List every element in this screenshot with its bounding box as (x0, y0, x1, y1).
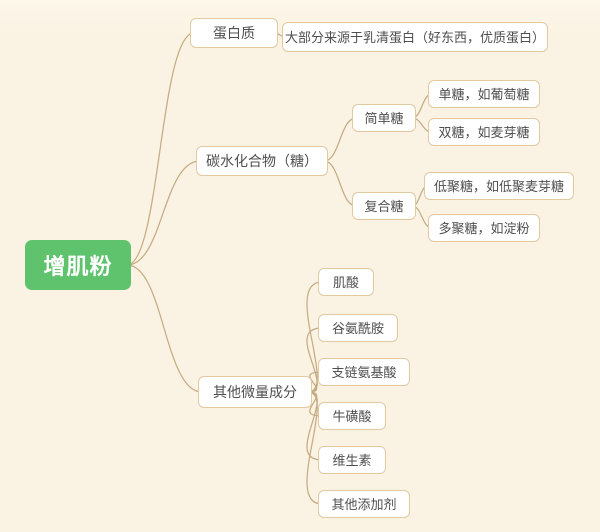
node-oligosaccharide: 低聚糖，如低聚麦芽糖 (424, 172, 574, 200)
node-vitamins: 维生素 (318, 446, 386, 474)
node-protein: 蛋白质 (190, 18, 278, 48)
edge-root-protein (126, 32, 195, 266)
node-disaccharide: 双糖，如麦芽糖 (428, 118, 540, 146)
node-polysaccharide: 多聚糖，如淀粉 (428, 214, 540, 242)
edge-other-glutamine (306, 327, 323, 393)
node-additives: 其他添加剂 (318, 490, 410, 518)
node-simple-sugar: 简单糖 (352, 104, 416, 132)
edge-other-bcaa (307, 371, 323, 393)
edge-other-creatine (306, 281, 323, 393)
node-carbs: 碳水化合物（糖） (196, 146, 328, 176)
node-creatine: 肌酸 (318, 268, 374, 296)
edge-root-carbs (126, 160, 201, 266)
edge-other-additives (306, 391, 323, 505)
node-glutamine: 谷氨酰胺 (318, 314, 398, 342)
node-bcaa: 支链氨基酸 (318, 358, 410, 386)
node-protein-detail: 大部分来源于乳清蛋白（好东西，优质蛋白） (282, 22, 548, 52)
node-other-components: 其他微量成分 (198, 376, 312, 408)
root-node: 增肌粉 (25, 240, 131, 290)
node-monosaccharide: 单糖，如葡萄糖 (428, 80, 540, 108)
edge-root-other (126, 264, 203, 393)
node-taurine: 牛磺酸 (318, 402, 386, 430)
node-complex-sugar: 复合糖 (352, 192, 416, 220)
